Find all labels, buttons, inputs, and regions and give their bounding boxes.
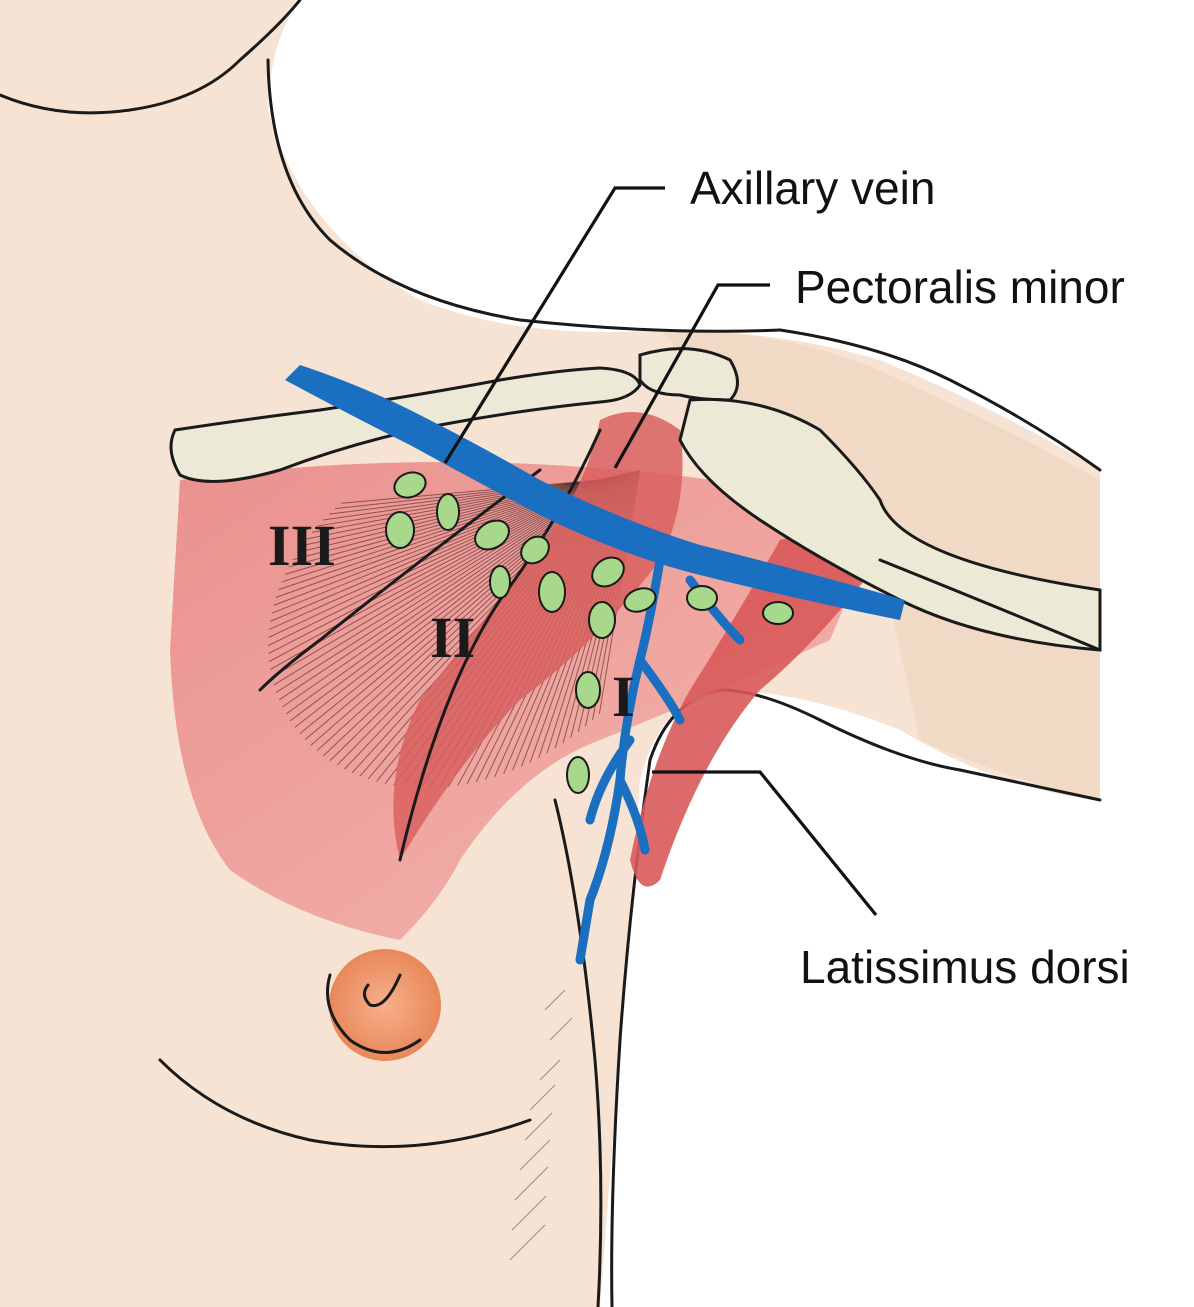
lymph-node — [762, 601, 794, 625]
lymph-node — [393, 471, 427, 499]
lymph-node — [588, 601, 616, 639]
lymph-node — [591, 556, 625, 588]
level-3-label: III — [268, 513, 336, 578]
areola — [329, 949, 441, 1061]
muscle-fiber — [334, 479, 601, 510]
lymph-node — [385, 511, 415, 549]
areola-curve — [326, 973, 422, 1054]
pec-minor-edge-1 — [398, 428, 602, 862]
level-1-label: I — [612, 664, 635, 729]
muscle-fiber — [341, 479, 601, 504]
lymph-node — [489, 565, 511, 599]
latissimus-dorsi-leader — [652, 770, 878, 917]
level-2-label: II — [430, 605, 475, 670]
lymph-node — [575, 671, 601, 709]
lymph-node — [520, 535, 550, 565]
axillary-vein-leader — [443, 186, 665, 464]
chest-side-outline — [553, 798, 603, 1307]
acromion — [638, 347, 739, 402]
lymph-node — [538, 571, 566, 613]
neck-outline — [0, 0, 302, 115]
breast-outline — [158, 1058, 532, 1149]
neck-side-outline — [266, 58, 782, 333]
arm-outline — [718, 688, 1102, 802]
pectoralis-minor-label: Pectoralis minor — [795, 261, 1125, 313]
lymph-node — [566, 756, 590, 794]
pectoralis-minor-leader — [613, 283, 770, 469]
axillary-vein-tributaries — [575, 555, 745, 965]
shoulder-shade — [660, 330, 1100, 800]
arm-inner-outline — [610, 688, 722, 1307]
shoulder-outline — [778, 328, 1102, 472]
muscle-fiber — [328, 479, 602, 515]
lymph-node — [436, 493, 460, 531]
nipple-curl — [363, 973, 402, 1008]
axillary-vein-main — [285, 365, 905, 620]
latissimus-dorsi — [630, 533, 880, 887]
lymph-node — [686, 585, 718, 611]
lymph-node — [623, 587, 657, 613]
pec-minor-edge-2 — [258, 468, 542, 692]
muscle-fiber — [323, 479, 602, 521]
latissimus-dorsi-label: Latissimus dorsi — [800, 941, 1130, 993]
lymph-nodes — [385, 471, 794, 794]
axillary-vein-label: Axillary vein — [690, 162, 935, 214]
pectoralis-major — [170, 462, 880, 940]
muscle-fiber — [317, 478, 603, 527]
humerus-line — [878, 558, 1102, 652]
chest-hatching — [509, 989, 573, 1261]
lymph-node — [474, 519, 510, 551]
